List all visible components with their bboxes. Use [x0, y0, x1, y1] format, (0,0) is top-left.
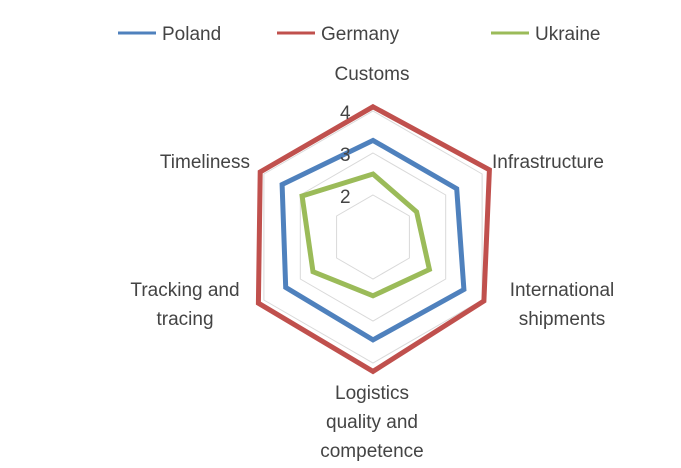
category-label-line: Timeliness: [160, 152, 250, 173]
category-label: Customs: [335, 64, 410, 85]
series-line-poland: [279, 137, 467, 343]
category-label: Timeliness: [160, 152, 250, 173]
category-label-line: International: [510, 280, 615, 301]
grid-ring: [336, 194, 410, 280]
legend: Poland Germany Ukraine: [118, 24, 600, 45]
tick-labels: 2 3 4: [340, 103, 351, 208]
tick-label: 2: [340, 187, 351, 208]
series-line-ukraine: [299, 171, 433, 299]
legend-label-poland: Poland: [162, 24, 221, 45]
category-label: International shipments: [510, 280, 615, 330]
category-label-line: shipments: [519, 309, 606, 330]
category-label-line: competence: [320, 441, 424, 462]
series-layer: [255, 103, 492, 375]
grid-ring: [263, 110, 483, 364]
category-label: Logistics quality and competence: [320, 383, 424, 462]
category-label-line: Infrastructure: [492, 152, 604, 173]
tick-label: 3: [340, 145, 351, 166]
category-label-line: Logistics: [335, 383, 409, 404]
legend-label-ukraine: Ukraine: [535, 24, 600, 45]
category-label-line: Customs: [335, 64, 410, 85]
legend-label-germany: Germany: [321, 24, 400, 45]
tick-label: 4: [340, 103, 351, 124]
category-label-line: tracing: [156, 309, 213, 330]
series-line-germany: [255, 103, 492, 375]
category-label-line: quality and: [326, 412, 418, 433]
category-label: Infrastructure: [492, 152, 604, 173]
category-label: Tracking and tracing: [130, 280, 239, 330]
category-label-line: Tracking and: [130, 280, 239, 301]
